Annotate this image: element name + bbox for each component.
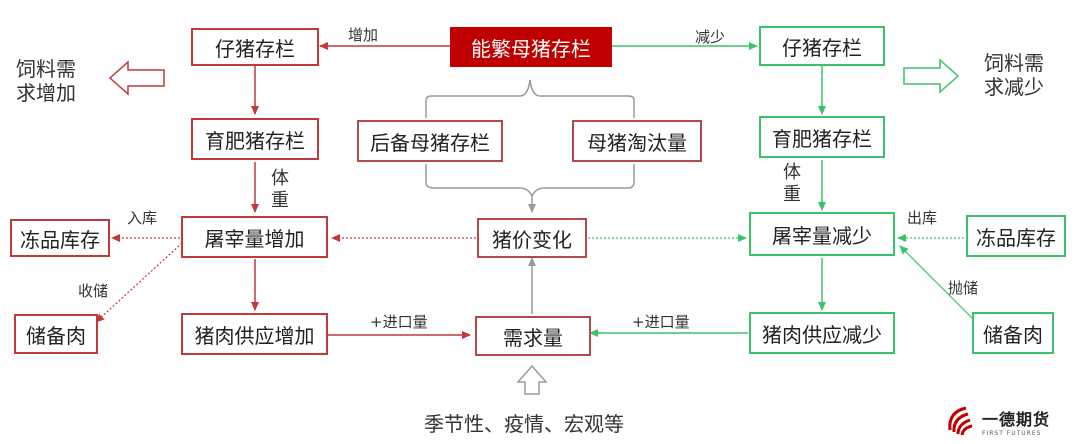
- edge-label-out: 出库: [907, 209, 938, 227]
- left-piglet-node: 仔猪存栏: [191, 28, 319, 66]
- cull-node: 母猪淘汰量: [572, 120, 702, 162]
- edge-label-release: 抛储: [948, 279, 979, 297]
- logo-name: 一德期货: [982, 409, 1051, 429]
- right-reserve-node: 储备肉: [972, 312, 1054, 354]
- reserve-sow-node: 后备母猪存栏: [357, 120, 503, 162]
- edge-label-store: 入库: [127, 209, 158, 227]
- demand-node: 需求量: [475, 316, 591, 356]
- right-finishing-node: 育肥猪存栏: [759, 116, 885, 158]
- brace-top: [425, 79, 635, 118]
- edge-label-right-import: +进口量: [632, 313, 690, 331]
- edge-label-reserve: 收储: [78, 282, 109, 300]
- edge-label-left-weight: 体重: [271, 168, 289, 211]
- root-node: 能繁母猪存栏: [450, 27, 612, 67]
- left-pork-supply-node: 猪肉供应增加: [181, 313, 328, 355]
- edge-label-decrease: 减少: [695, 28, 726, 46]
- left-feed-label: 饲料需求增加: [16, 57, 76, 105]
- brace-bottom: [425, 164, 635, 198]
- logo: 一德期货 FIRST FUTURES: [944, 404, 1050, 438]
- arrow-right-hollow: [903, 58, 960, 94]
- left-reserve-node: 储备肉: [14, 314, 98, 354]
- edge-label-increase: 增加: [348, 26, 379, 44]
- factors-label: 季节性、疫情、宏观等: [424, 412, 624, 436]
- logo-subtitle: FIRST FUTURES: [982, 429, 1042, 437]
- right-pork-supply-node: 猪肉供应减少: [749, 312, 895, 354]
- left-slaughter-node: 屠宰量增加: [181, 216, 328, 258]
- left-frozen-node: 冻品库存: [10, 219, 110, 257]
- right-piglet-node: 仔猪存栏: [759, 26, 885, 66]
- price-node: 猪价变化: [477, 218, 587, 258]
- arrow-left-hollow: [108, 60, 165, 96]
- logo-mark-icon: [948, 406, 973, 436]
- left-finishing-node: 育肥猪存栏: [191, 118, 319, 160]
- edge-label-right-weight: 体重: [783, 162, 801, 205]
- right-slaughter-node: 屠宰量减少: [749, 212, 895, 256]
- edge-label-left-import: +进口量: [370, 313, 428, 331]
- arrow-up-hollow: [516, 364, 548, 395]
- right-frozen-node: 冻品库存: [966, 215, 1066, 257]
- right-feed-label: 饲料需求减少: [984, 51, 1044, 99]
